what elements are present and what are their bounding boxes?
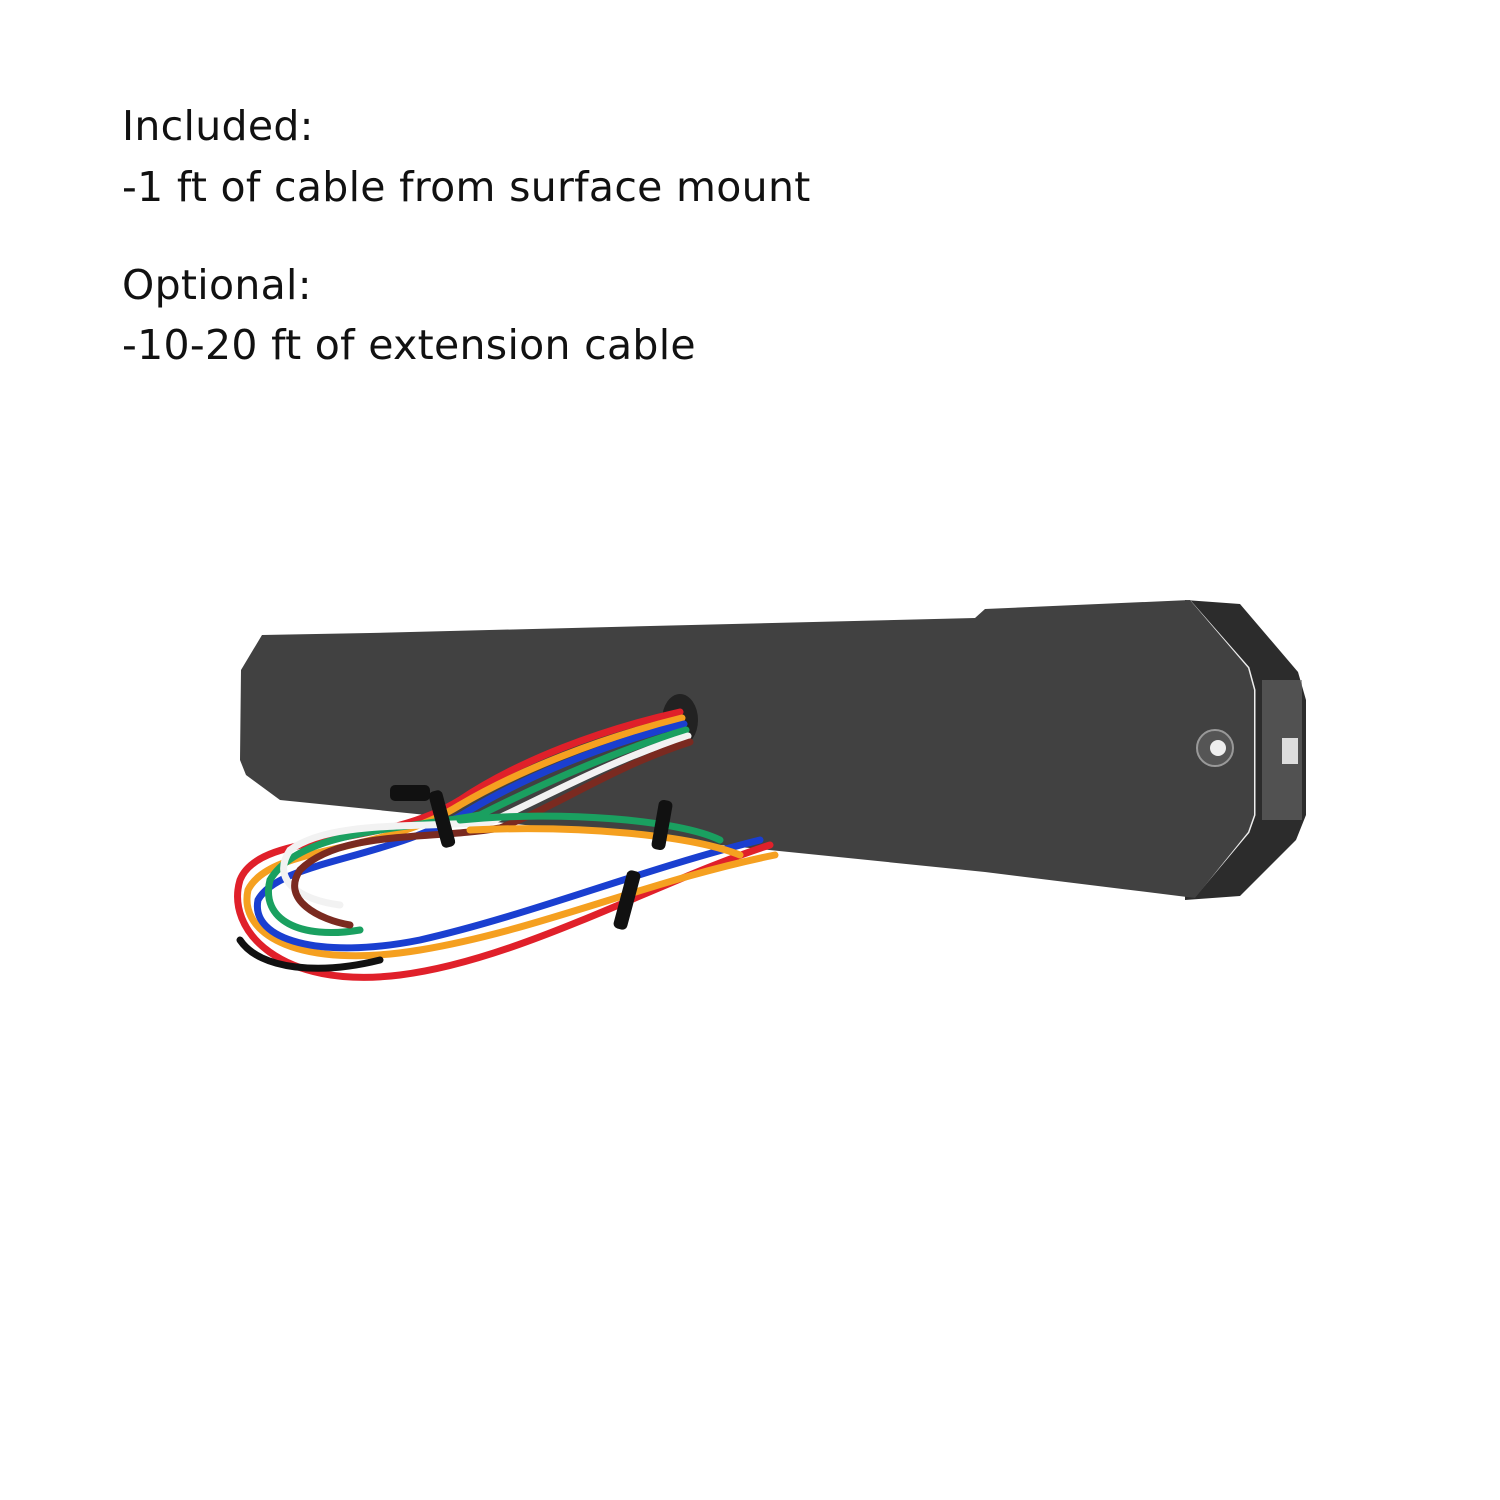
included-item: -1 ft of cable from surface mount [122, 163, 811, 211]
optional-item: -10-20 ft of extension cable [122, 321, 696, 369]
included-heading: Included: [122, 102, 314, 150]
wire-harness [234, 708, 779, 981]
cable-ties [390, 785, 673, 930]
mounting-screw [1196, 729, 1234, 767]
optional-heading: Optional: [122, 261, 312, 309]
mounting-bracket [240, 600, 1254, 898]
